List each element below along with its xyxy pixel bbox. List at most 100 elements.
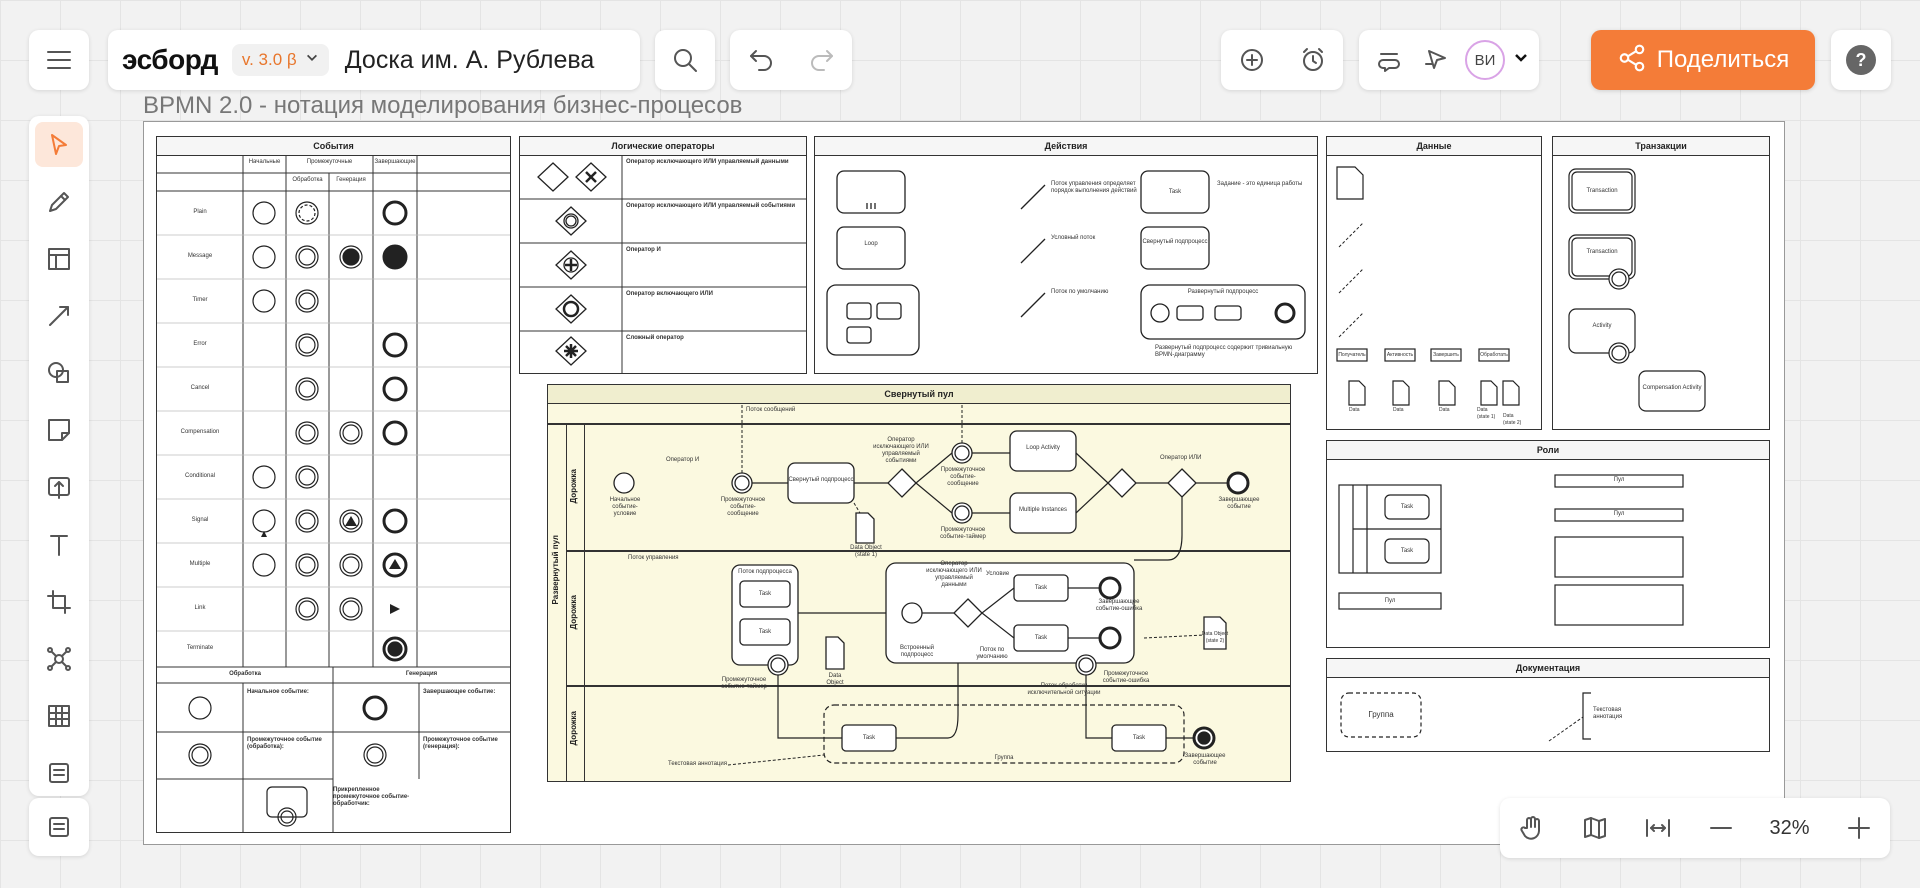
- note-sequence-flow: Поток управления определяет порядок выпо…: [1051, 181, 1137, 194]
- gateway-xor-event: Оператор исключающего ИЛИ управляемый со…: [626, 203, 796, 209]
- lbl-collapsed-sub: Поток подпроцесса: [738, 569, 792, 575]
- board-header-panel: эсборд v. 3.0 β Доска им. А. Рублева: [108, 30, 640, 90]
- share-label: Поделиться: [1656, 46, 1790, 73]
- cursor-share-icon[interactable]: [1413, 36, 1461, 84]
- board-title: BPMN 2.0 - нотация моделирования бизнес-…: [143, 92, 743, 119]
- bottom-header-catch: Обработка: [229, 671, 261, 677]
- fit-width-icon[interactable]: [1634, 804, 1682, 852]
- events-frame[interactable]: События: [156, 136, 511, 833]
- upload-icon[interactable]: [35, 465, 83, 510]
- lbl-exception-flow: Поток обработки исключительной ситуации: [1027, 683, 1101, 696]
- role-task-1: Task: [1400, 504, 1414, 510]
- lbl-intermediate-msg2: Промежуточное событие-сообщение: [940, 467, 986, 487]
- chevron-down-icon[interactable]: [1513, 50, 1529, 71]
- table-icon[interactable]: [35, 694, 83, 739]
- gateways-frame[interactable]: Логические операторы: [519, 136, 807, 374]
- line-icon[interactable]: [35, 294, 83, 339]
- shapes-icon[interactable]: [35, 351, 83, 396]
- data-object-3: Data: [1439, 407, 1450, 413]
- lbl-control-flow: Поток управления: [628, 555, 679, 561]
- expanded-pool-frame[interactable]: Свернутый пул Развернутый пул Дорожка До…: [547, 384, 1291, 782]
- history-panel: [730, 30, 852, 90]
- role-pool-label: Пул: [1384, 598, 1396, 604]
- help-panel: ?: [1831, 30, 1891, 90]
- board-name[interactable]: Доска им. А. Рублева: [344, 45, 595, 74]
- minimap-icon[interactable]: [1571, 804, 1619, 852]
- note-conditional-flow: Условный поток: [1051, 235, 1096, 241]
- action-expanded-sub-label: Развернутый подпроцесс: [1187, 289, 1259, 295]
- share-button[interactable]: Поделиться: [1591, 30, 1815, 90]
- share-icon: [1617, 43, 1647, 78]
- roles-frame[interactable]: Роли Task Task Пул Пул Пул: [1326, 440, 1770, 648]
- main-menu-panel: [29, 30, 89, 90]
- pencil-icon[interactable]: [35, 179, 83, 224]
- lbl-task-d: Task: [1034, 635, 1048, 641]
- canvas-board[interactable]: События: [143, 121, 1785, 845]
- notes-icon[interactable]: [35, 803, 83, 851]
- documentation-frame[interactable]: Документация Группа Текстовая аннотация: [1326, 658, 1770, 752]
- version-label: v. 3.0 β: [241, 50, 297, 69]
- add-circle-icon[interactable]: [1228, 36, 1276, 84]
- version-dropdown[interactable]: v. 3.0 β: [231, 44, 329, 76]
- hand-pan-icon[interactable]: [1508, 804, 1556, 852]
- lbl-task-a: Task: [758, 591, 772, 597]
- documentation-title: Документация: [1327, 659, 1769, 678]
- help-icon[interactable]: ?: [1846, 45, 1876, 75]
- roles-svg: [1338, 474, 1684, 626]
- lbl-embedded-sub: Встроенный подпроцесс: [899, 645, 935, 658]
- sub-header-throw: Генерация: [336, 177, 366, 183]
- sticky-note-icon[interactable]: [35, 408, 83, 453]
- left-toolbar: [29, 116, 89, 796]
- timer-icon[interactable]: [1289, 36, 1337, 84]
- lbl-multi-instance: Multiple Instances: [1018, 507, 1068, 513]
- transaction-label-4: Compensation Activity: [1642, 385, 1702, 391]
- lbl-timer2: Промежуточное событие-таймер: [721, 677, 767, 690]
- collapsed-pool-title: Свернутый пул: [548, 385, 1290, 404]
- lbl-message-flow: Поток сообщений: [746, 407, 796, 413]
- search-panel: [655, 30, 715, 90]
- zoom-in-icon[interactable]: [1835, 804, 1883, 852]
- undo-icon[interactable]: [737, 36, 785, 84]
- action-collapsed-sub-label: Свернутый подпроцесс: [1142, 239, 1208, 245]
- col-header-start: Начальные: [248, 159, 281, 165]
- select-cursor-icon[interactable]: [35, 122, 83, 168]
- data-frame[interactable]: Данные Получатель Активность Завершить О…: [1326, 136, 1542, 430]
- lbl-default-flow: Поток по умолчанию: [976, 647, 1008, 660]
- row-multiple: Multiple: [189, 561, 211, 567]
- transactions-frame[interactable]: Транзакции Transaction Transaction Activ…: [1552, 136, 1770, 430]
- lbl-data-object: Data Object (state 1): [850, 545, 882, 558]
- lbl-xor-data: Оператор исключающего ИЛИ управляемый да…: [926, 561, 982, 588]
- search-icon[interactable]: [661, 36, 709, 84]
- doc-annotation-label: Текстовая аннотация: [1593, 707, 1623, 720]
- note-task: Задание - это единица работы: [1217, 181, 1303, 187]
- role-pool-top: Пул: [1613, 477, 1625, 483]
- zoom-level[interactable]: 32%: [1769, 816, 1810, 839]
- comments-list-icon[interactable]: [1365, 36, 1413, 84]
- hamburger-menu-icon[interactable]: [35, 36, 83, 84]
- lbl-data-state2: Data Object (state 2): [1201, 631, 1229, 644]
- note-intermediate-throw: Промежуточное событие (генерация):: [423, 737, 498, 750]
- mindmap-icon[interactable]: [35, 637, 83, 682]
- note-intermediate-catch: Промежуточное событие (обработка):: [247, 737, 322, 750]
- row-conditional: Conditional: [184, 473, 216, 479]
- lbl-start-cond: Начальное событие-условие: [609, 497, 641, 517]
- app-logo[interactable]: эсборд: [122, 44, 218, 75]
- redo-icon[interactable]: [798, 36, 846, 84]
- actions-frame[interactable]: Действия Task Loop Свернутый подпроцесс …: [814, 136, 1318, 374]
- user-initials: ВИ: [1474, 51, 1496, 69]
- pool-diagram-svg: [613, 405, 1250, 766]
- lbl-error-event: Промежуточное событие-ошибка: [1102, 671, 1150, 684]
- user-avatar[interactable]: ВИ: [1465, 40, 1505, 80]
- zoom-out-icon[interactable]: [1697, 804, 1745, 852]
- lbl-or-op: Оператор ИЛИ: [1160, 455, 1202, 461]
- lbl-loop-activity: Loop Activity: [1026, 445, 1060, 451]
- row-link: Link: [194, 605, 206, 611]
- crop-frame-icon[interactable]: [35, 579, 83, 624]
- tools-panel: [1221, 30, 1343, 90]
- text-icon[interactable]: [35, 522, 83, 567]
- events-title: События: [157, 137, 510, 156]
- template-icon[interactable]: [35, 236, 83, 281]
- lbl-condition: Условие: [986, 571, 1010, 577]
- more-tools-icon[interactable]: [35, 751, 83, 796]
- lbl-intermediate-msg: Промежуточное событие-сообщение: [720, 497, 766, 517]
